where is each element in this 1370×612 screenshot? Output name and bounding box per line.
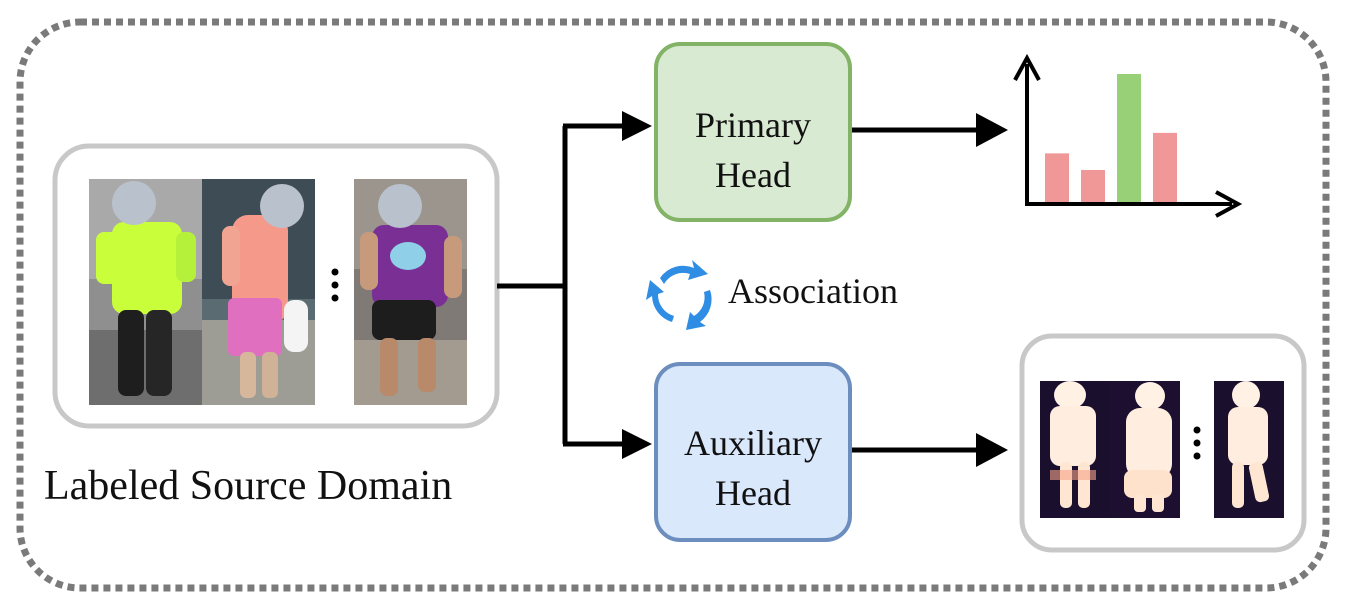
prediction-bar-4 xyxy=(1153,132,1177,202)
face-mask-circle xyxy=(378,184,422,228)
arrowhead-primary-output xyxy=(976,113,1008,147)
outer-dotted-frame xyxy=(16,18,1330,592)
parsing-map-1 xyxy=(1040,381,1110,518)
prediction-bar-chart xyxy=(1013,53,1243,218)
prediction-bar-3 xyxy=(1117,74,1141,202)
arrow-to-primary xyxy=(622,111,652,141)
parsing-maps-box xyxy=(1019,333,1307,553)
auxiliary-head-line-1: Auxiliary xyxy=(684,423,822,463)
cycle-arrows-icon xyxy=(646,260,712,330)
chart-x-arrowhead xyxy=(1215,190,1243,218)
person-image-3 xyxy=(354,179,467,405)
auxiliary-head-label: Auxiliary Head xyxy=(656,398,850,538)
primary-head-line-2: Head xyxy=(715,155,791,195)
parsing-map-3 xyxy=(1214,381,1284,518)
prediction-bar-2 xyxy=(1081,170,1105,202)
auxiliary-head-box xyxy=(654,362,852,542)
arrowhead-auxiliary-output xyxy=(976,433,1008,467)
face-mask-circle xyxy=(112,181,156,225)
branch-connector xyxy=(497,121,633,449)
primary-head-box xyxy=(654,42,852,222)
person-image-1 xyxy=(89,179,202,405)
person-image-2 xyxy=(202,179,315,405)
source-domain-caption: Labeled Source Domain xyxy=(44,463,453,509)
source-domain-box xyxy=(52,143,500,429)
association-label: Association xyxy=(728,271,898,311)
primary-head-line-1: Primary xyxy=(695,105,811,145)
vertical-ellipsis-icon xyxy=(1193,426,1201,460)
parsing-map-2 xyxy=(1110,381,1180,518)
face-mask-circle xyxy=(260,184,304,228)
chart-y-arrowhead xyxy=(1013,53,1041,81)
prediction-bar-1 xyxy=(1045,153,1069,202)
arrow-to-auxiliary xyxy=(622,429,652,459)
vertical-ellipsis-icon xyxy=(331,268,339,302)
primary-head-label: Primary Head xyxy=(656,82,850,218)
auxiliary-head-line-2: Head xyxy=(715,473,791,513)
